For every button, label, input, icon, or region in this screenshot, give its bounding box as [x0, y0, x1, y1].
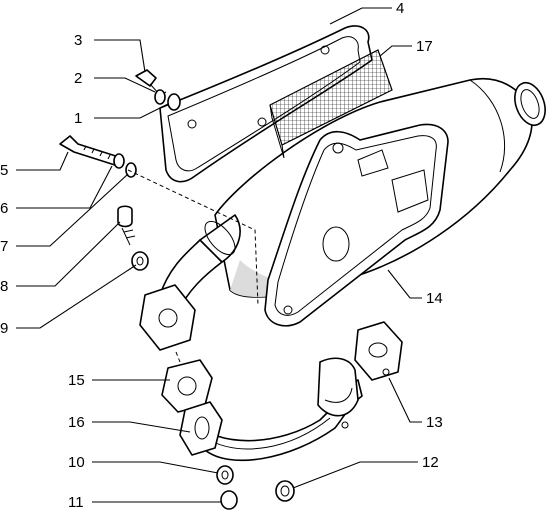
callout-8: 8: [0, 278, 8, 295]
bolt-8: [117, 205, 136, 246]
callout-labels: 3 2 1 4 17 5 6 7 8 9 15 16 10 11 12 13 1…: [0, 0, 443, 511]
insulation-mesh: [269, 49, 393, 159]
washer-6: [113, 153, 125, 169]
callout-2: 2: [74, 70, 82, 87]
callout-3: 3: [74, 32, 82, 49]
callout-16: 16: [68, 414, 85, 431]
bolt-5: [59, 135, 123, 167]
callout-11: 11: [68, 494, 84, 511]
callout-14: 14: [426, 290, 443, 307]
callout-15: 15: [68, 372, 85, 389]
callout-10: 10: [68, 454, 85, 471]
callout-9: 9: [0, 320, 8, 337]
callout-6: 6: [0, 200, 8, 217]
callout-17: 17: [416, 38, 433, 55]
washer-2: [154, 89, 166, 105]
callout-13: 13: [426, 414, 443, 431]
callout-5: 5: [0, 162, 8, 179]
nut-1: [167, 93, 181, 111]
washer-9: [131, 251, 149, 271]
mounting-bracket: [264, 123, 449, 327]
nut-12: [275, 480, 295, 502]
exhaust-pipe: [139, 214, 241, 351]
nut-11: [220, 490, 238, 510]
heat-shield: [159, 25, 373, 183]
callout-4: 4: [396, 0, 404, 17]
washer-10: [216, 465, 234, 485]
front-pipe: [179, 321, 403, 462]
callout-12: 12: [422, 454, 439, 471]
callout-1: 1: [74, 110, 82, 127]
leader-lines: [16, 7, 422, 503]
callout-7: 7: [0, 238, 8, 255]
nut-7: [125, 162, 137, 178]
